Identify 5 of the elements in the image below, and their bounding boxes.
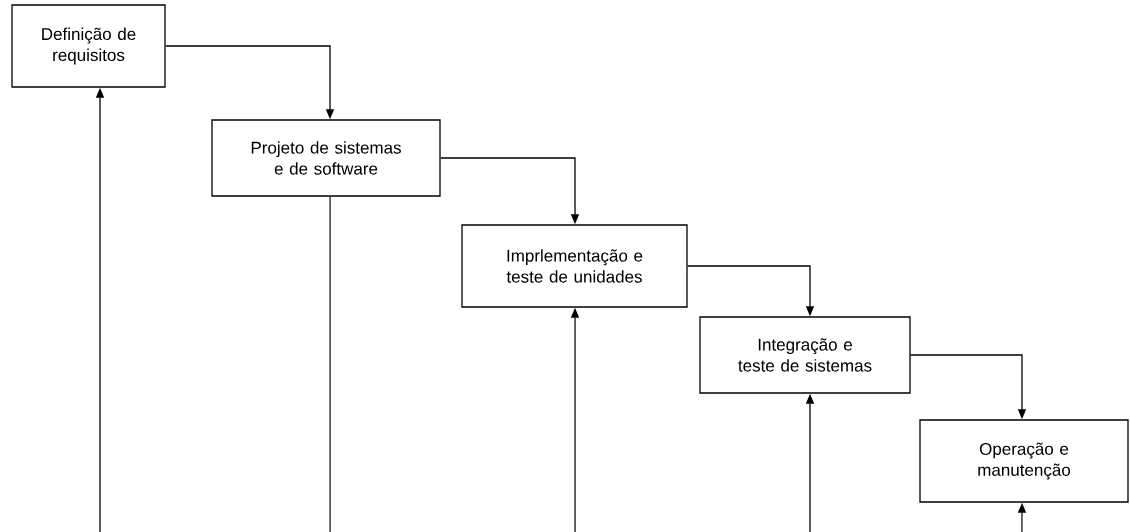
- process-box: Projeto de sistemas e de software: [211, 119, 441, 197]
- process-box: Integração e teste de sistemas: [699, 316, 911, 394]
- process-box: Imprlementação e teste de unidades: [461, 224, 688, 308]
- process-box: Operação e manutenção: [919, 419, 1129, 503]
- process-box: Definição de requisitos: [11, 4, 166, 88]
